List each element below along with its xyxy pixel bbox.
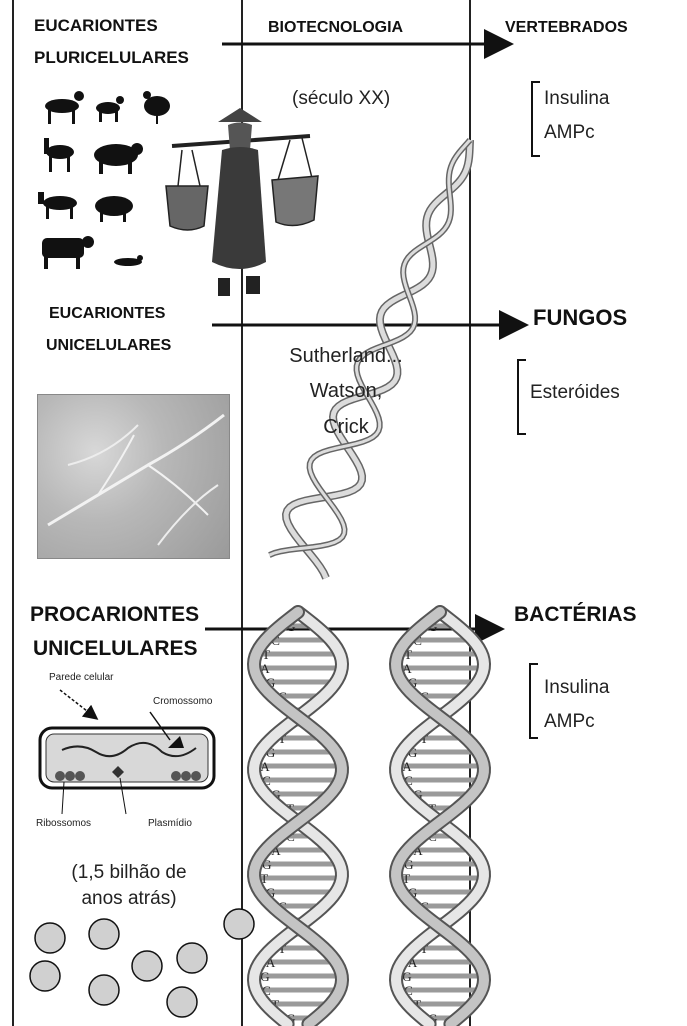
bracket-vertebrados: [532, 82, 540, 156]
scientist-2: Watson,: [276, 380, 416, 403]
vertebrados-header: VERTEBRADOS: [505, 19, 628, 37]
procariontes-line2: UNICELULARES: [33, 637, 198, 661]
bacterias-label: BACTÉRIAS: [514, 603, 637, 627]
ribosomes-label: Ribossomos: [36, 818, 91, 829]
ox-icon: [94, 143, 143, 174]
bacterias-product-1: Insulina: [544, 677, 610, 699]
farmer-icon: [166, 108, 318, 296]
era-ancient-line2: anos atrás): [34, 888, 224, 910]
procariontes-line1: PROCARIONTES: [30, 603, 199, 627]
bracket-bacterias: [530, 664, 538, 738]
dog-icon: [96, 96, 124, 122]
scientist-1: Sutherland...: [276, 345, 416, 368]
eucariontes-pluricelulares-line1: EUCARIONTES: [34, 16, 158, 36]
chicken-icon: [143, 91, 170, 124]
goat-icon: [45, 91, 84, 124]
prokaryote-cell: [40, 690, 214, 814]
hyphae-drawing: [38, 395, 229, 558]
cow-icon: [42, 236, 94, 269]
cat-icon: [114, 255, 143, 266]
vertebrados-product-1: Insulina: [544, 88, 610, 110]
dna-helix-right: GCTAGCTGACGTCAGTGCTAGCTG: [396, 612, 484, 1026]
cell-wall-label: Parede celular: [49, 672, 113, 683]
plasmid-label: Plasmídio: [148, 818, 192, 829]
horse-icon: [44, 138, 74, 172]
donkey-icon: [38, 192, 77, 219]
chromosome-label: Cromossomo: [153, 696, 212, 707]
fungus-micrograph: [37, 394, 230, 559]
animal-silhouettes: [38, 91, 170, 269]
pig-icon: [95, 196, 133, 222]
dna-helix-left: GCTAGCTGACGTCAGTGCTAGCTG: [254, 612, 342, 1026]
biotecnologia-header: BIOTECNOLOGIA: [268, 19, 403, 37]
bracket-fungos: [518, 360, 526, 434]
era-modern-label: (século XX): [292, 88, 390, 110]
fungos-product-1: Esteróides: [530, 382, 620, 404]
scientist-3: Crick: [276, 416, 416, 439]
dna-helix: GCTAGCTGACGTCAGTGCTAGCTG GCTAGCTGACGTCAGT…: [254, 128, 498, 1026]
eucariontes-pluricelulares-line2: PLURICELULARES: [34, 48, 189, 68]
eucariontes-unicelulares-line2: UNICELULARES: [46, 337, 171, 355]
eucariontes-unicelulares-line1: EUCARIONTES: [49, 305, 165, 323]
fungos-label: FUNGOS: [533, 305, 627, 331]
bacteria-circles: [30, 909, 254, 1017]
era-ancient-line1: (1,5 bilhão de: [34, 862, 224, 884]
vertebrados-product-2: AMPc: [544, 122, 595, 144]
bacterias-product-2: AMPc: [544, 711, 595, 733]
